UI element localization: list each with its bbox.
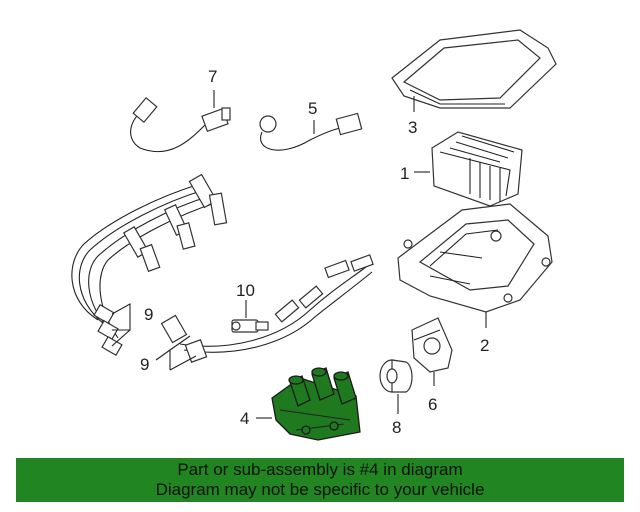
callout-5[interactable]: 5 [308, 99, 317, 118]
part-ignition-coil-4[interactable] [271, 367, 361, 441]
callout-10[interactable]: 10 [236, 281, 255, 300]
part-ecu-cover[interactable] [391, 29, 557, 109]
callout-2[interactable]: 2 [480, 336, 489, 355]
part-bracket-6[interactable] [411, 317, 453, 373]
callout-4[interactable]: 4 [240, 409, 249, 428]
leader-9a [111, 303, 131, 347]
part-control-module[interactable] [431, 131, 523, 207]
part-sensor-10[interactable] [231, 319, 269, 333]
callout-9a[interactable]: 9 [144, 305, 153, 324]
callout-3[interactable]: 3 [408, 118, 417, 137]
part-sensor-5[interactable] [259, 112, 363, 151]
callout-7[interactable]: 7 [208, 67, 217, 86]
banner-line-1: Part or sub-assembly is #4 in diagram [177, 460, 463, 479]
part-ecu-tray[interactable] [397, 203, 553, 313]
leader-9b [155, 335, 197, 371]
part-bushing-8[interactable] [379, 359, 413, 393]
callout-1[interactable]: 1 [400, 164, 409, 183]
part-ignition-wire-set[interactable] [71, 173, 374, 363]
parts-diagram: 3 1 2 7 5 [71, 29, 557, 441]
callout-8[interactable]: 8 [392, 418, 401, 437]
part-sensor-7[interactable] [130, 96, 231, 153]
info-banner: Part or sub-assembly is #4 in diagram Di… [16, 458, 624, 502]
callout-9b[interactable]: 9 [140, 355, 149, 374]
callout-6[interactable]: 6 [428, 395, 437, 414]
banner-line-2: Diagram may not be specific to your vehi… [155, 480, 485, 499]
